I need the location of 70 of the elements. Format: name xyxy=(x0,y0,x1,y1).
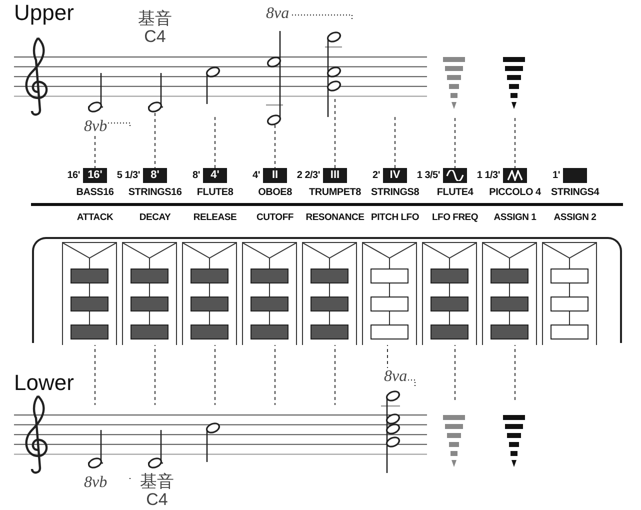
drawbar-column xyxy=(542,242,597,345)
dashed-connector xyxy=(94,136,96,168)
dashed-connector xyxy=(514,342,516,400)
dashed-connector xyxy=(154,342,156,406)
dashed-connector xyxy=(214,342,216,406)
parameter-label: RESONANCE xyxy=(305,212,365,224)
footage-badge: III xyxy=(323,168,347,183)
dashed-connector xyxy=(154,112,156,168)
voice-name: PICCOLO 4 xyxy=(489,187,541,199)
dashed-connector xyxy=(214,116,216,168)
footage-badge: II xyxy=(263,168,287,183)
footage-badge: IV xyxy=(383,168,407,183)
footage-badge: 8' xyxy=(143,168,167,183)
drawbar-column xyxy=(122,242,177,345)
footage-label: 5 1/3' xyxy=(116,169,140,183)
parameter-label: PITCH LFO xyxy=(370,212,420,224)
parameter-label: ATTACK xyxy=(76,212,114,224)
drawbar-column xyxy=(182,242,237,345)
parameter-label: RELEASE xyxy=(192,212,238,224)
dashed-connector xyxy=(274,342,276,406)
dashed-connector xyxy=(274,124,276,168)
voice-name: FLUTE8 xyxy=(196,187,234,199)
drawbar-column xyxy=(302,242,357,345)
parameter-label: ASSIGN 2 xyxy=(552,212,598,224)
dashed-connector xyxy=(334,342,336,406)
dashed-connector xyxy=(394,116,396,168)
dashed-connector xyxy=(334,98,336,168)
drawbar-column xyxy=(242,242,297,345)
footage-label: 4' xyxy=(252,169,260,183)
drawbar-column xyxy=(62,242,117,345)
dashed-connector xyxy=(454,342,456,400)
dashed-connector xyxy=(514,118,516,168)
footage-label: 2' xyxy=(372,169,380,183)
dashed-connector xyxy=(454,118,456,168)
footage-badge: 16' xyxy=(83,168,107,183)
footage-label: 1' xyxy=(552,169,560,183)
section-label: Lower xyxy=(14,370,74,396)
parameter-label: CUTOFF xyxy=(256,212,294,224)
drawbar-column xyxy=(362,242,417,345)
voice-name: BASS16 xyxy=(76,187,114,199)
dashed-connector xyxy=(387,342,388,368)
note-annotation: 基音 C4 xyxy=(137,10,173,46)
drawbar-column xyxy=(422,242,477,345)
footage-label: 8' xyxy=(192,169,200,183)
voice-name: STRINGS16 xyxy=(128,187,182,199)
footage-badge xyxy=(563,168,587,183)
note-annotation: 基音 C4 xyxy=(139,473,175,509)
dashed-connector xyxy=(94,342,96,406)
octave-marking: 8va xyxy=(384,368,408,386)
octave-marking: 8vb xyxy=(84,118,108,136)
footage-label: 16' xyxy=(67,169,80,183)
drawbar-panel xyxy=(32,237,622,343)
footage-badge: 4' xyxy=(203,168,227,183)
parameter-label: LFO FREQ xyxy=(430,212,480,224)
footage-label: 2 2/3' xyxy=(296,169,320,183)
voice-name: OBOE8 xyxy=(258,187,292,199)
octave-marking: 8va xyxy=(266,5,290,23)
octave-marking: 8vb xyxy=(84,474,108,492)
voice-name: TRUMPET8 xyxy=(309,187,361,199)
footage-label: 1 3/5' xyxy=(416,169,440,183)
voice-name: STRINGS4 xyxy=(551,187,599,199)
voice-name: FLUTE4 xyxy=(436,187,474,199)
footage-label: 1 1/3' xyxy=(476,169,500,183)
section-label: Upper xyxy=(14,0,74,26)
footage-badge xyxy=(503,168,527,183)
footage-badge xyxy=(443,168,467,183)
parameter-label: DECAY xyxy=(138,212,172,224)
voice-name: STRINGS8 xyxy=(371,187,419,199)
parameter-label: ASSIGN 1 xyxy=(492,212,538,224)
drawbar-column xyxy=(482,242,537,345)
